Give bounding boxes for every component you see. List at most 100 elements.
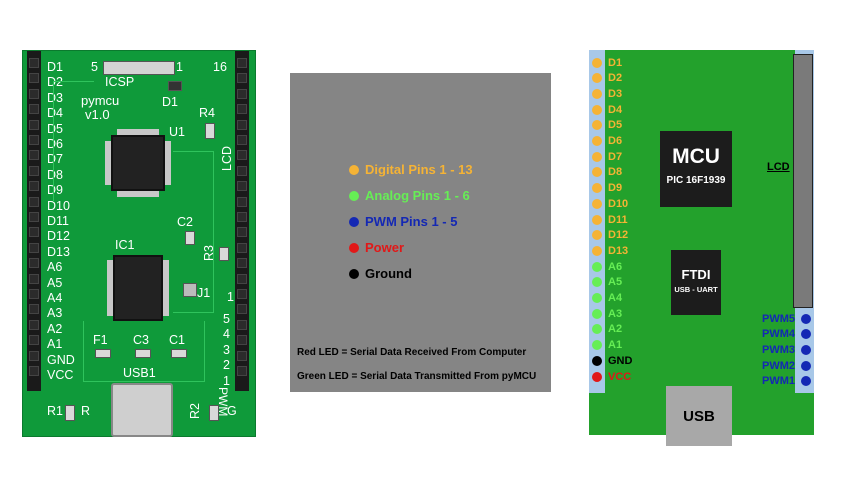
pin-label: D8 bbox=[608, 166, 623, 179]
lcd-connector bbox=[793, 54, 813, 308]
pin-dot-icon bbox=[592, 261, 602, 272]
pin-label: D3 bbox=[608, 87, 623, 100]
header-pin bbox=[237, 350, 247, 361]
header-pin bbox=[29, 135, 39, 145]
left-pin-silk-label: GND bbox=[47, 352, 75, 367]
resistor-r3 bbox=[219, 247, 229, 261]
header-pin bbox=[29, 273, 39, 284]
header-pin bbox=[29, 104, 39, 115]
header-pin bbox=[237, 258, 247, 269]
pin-dot-icon bbox=[801, 329, 811, 340]
resistor-r4 bbox=[205, 123, 215, 139]
header-pin bbox=[237, 181, 247, 192]
red-led-note: Red LED = Serial Data Received From Comp… bbox=[297, 347, 527, 358]
header-pin bbox=[29, 196, 39, 207]
header-pin bbox=[237, 304, 247, 315]
diode-d1 bbox=[168, 81, 182, 91]
legend-panel: Digital Pins 1 - 13 Analog Pins 1 - 6 PWM … bbox=[290, 73, 551, 392]
pin-dot-icon bbox=[592, 120, 602, 131]
brand-label: pymcu bbox=[81, 93, 120, 108]
header-pin bbox=[29, 227, 39, 238]
usb1-silk-label: USB1 bbox=[123, 366, 156, 380]
c2-silk-label: C2 bbox=[177, 215, 193, 229]
pin-dot-icon bbox=[592, 214, 602, 225]
legend-dot-icon bbox=[349, 269, 359, 279]
header-pin bbox=[237, 212, 247, 222]
pwm-silk-number: 3 bbox=[223, 342, 230, 357]
pin-dot-icon bbox=[592, 183, 602, 194]
pin-dot-icon bbox=[801, 360, 811, 371]
legend-item: Analog Pins 1 - 6 bbox=[349, 188, 470, 203]
legend-item: PWM Pins 1 - 5 bbox=[349, 214, 457, 229]
schematic-pin-row: D7 bbox=[592, 149, 622, 164]
pin-label: GND bbox=[608, 354, 633, 367]
capacitor-c2 bbox=[185, 231, 195, 245]
header-pin bbox=[237, 227, 247, 238]
left-pin-silk-label: D3 bbox=[47, 90, 63, 105]
header-pin bbox=[237, 165, 247, 176]
left-pin-silk-label: D9 bbox=[47, 183, 63, 198]
schematic-pin-row: A1 bbox=[592, 338, 622, 353]
u1-silk-label: U1 bbox=[169, 125, 185, 139]
header-pin bbox=[29, 242, 39, 253]
pwm-pin-label: PWM3 bbox=[762, 343, 795, 356]
pin-label: D4 bbox=[608, 103, 623, 116]
header-pin bbox=[237, 196, 247, 207]
mcu-subtitle: PIC 16F1939 bbox=[666, 175, 726, 186]
left-pin-silk-label: D2 bbox=[47, 75, 63, 90]
fuse-f1 bbox=[95, 349, 111, 358]
schematic-pin-row: A2 bbox=[592, 322, 622, 337]
header-pin bbox=[237, 73, 247, 84]
header-pin bbox=[237, 119, 247, 130]
num-16-label: 16 bbox=[213, 60, 227, 74]
pwm-silk-number: 5 bbox=[223, 312, 230, 326]
schematic-pwm-row: PWM1 bbox=[762, 374, 811, 389]
schematic-pin-row: A5 bbox=[592, 275, 622, 290]
left-pin-silk-label: D5 bbox=[47, 121, 63, 136]
left-pin-silk-label: D11 bbox=[47, 214, 70, 228]
led-green bbox=[209, 405, 219, 421]
icsp-num-right: 1 bbox=[176, 60, 183, 74]
left-pin-silk-label: D8 bbox=[47, 167, 63, 182]
header-pin bbox=[29, 119, 39, 130]
pin-dot-icon bbox=[592, 151, 602, 162]
left-pin-silk-label: D10 bbox=[47, 198, 70, 213]
header-pin bbox=[237, 366, 247, 376]
r1-silk-label: R1 bbox=[47, 404, 63, 418]
pin-dot-icon bbox=[592, 88, 602, 99]
schematic-pin-row: D12 bbox=[592, 228, 628, 243]
pin-dot-icon bbox=[592, 355, 602, 366]
ftdi-block: FTDI USB - UART bbox=[671, 250, 721, 315]
legend-item-label: Digital Pins 1 - 13 bbox=[365, 162, 473, 177]
header-pin bbox=[29, 350, 39, 361]
right-pin-header bbox=[235, 51, 249, 391]
header-pin bbox=[29, 73, 39, 84]
pin-label: A4 bbox=[608, 292, 623, 304]
jumper-j1 bbox=[183, 283, 197, 297]
r-led-label: R bbox=[81, 404, 91, 418]
legend-dot-icon bbox=[349, 217, 359, 227]
schematic-pin-row: D4 bbox=[592, 102, 622, 117]
pin-label: D13 bbox=[608, 244, 629, 257]
pin-label: A6 bbox=[608, 260, 623, 273]
c3-silk-label: C3 bbox=[133, 333, 149, 347]
header-pin bbox=[237, 150, 247, 161]
legend-item: Power bbox=[349, 240, 404, 255]
pin-label: D12 bbox=[608, 229, 629, 242]
pin-label: D1 bbox=[608, 56, 623, 69]
schematic-pin-row: A3 bbox=[592, 306, 622, 321]
pin-dot-icon bbox=[592, 308, 602, 319]
header-pin bbox=[29, 58, 39, 68]
pwm-silk-number: 4 bbox=[223, 327, 230, 342]
header-pin bbox=[29, 212, 39, 222]
header-pin bbox=[29, 335, 39, 346]
header-pin bbox=[237, 242, 247, 253]
pwm-pin-label: PWM2 bbox=[762, 359, 795, 372]
legend-item-label: Power bbox=[365, 240, 405, 255]
capacitor-c1 bbox=[171, 349, 187, 358]
ftdi-chip-ic1 bbox=[107, 255, 169, 321]
left-pin-silk-label: A6 bbox=[47, 260, 63, 275]
header-pin bbox=[29, 181, 39, 192]
mcu-title: MCU bbox=[672, 145, 720, 168]
